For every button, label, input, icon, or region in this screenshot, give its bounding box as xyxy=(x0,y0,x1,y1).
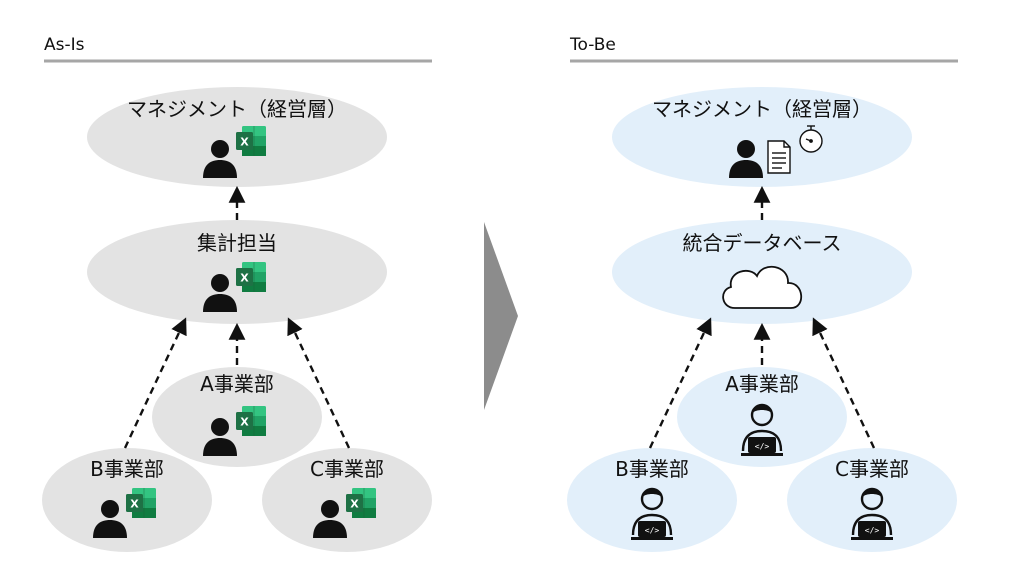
cloud-icon xyxy=(722,265,803,309)
excel-icon: X xyxy=(125,487,157,519)
transition-arrow xyxy=(484,222,518,410)
to-be-database-label: 統合データベース xyxy=(683,231,842,255)
to-be-division-b-node xyxy=(567,448,737,552)
to-be-division-c-label: C事業部 xyxy=(835,457,909,481)
as-is-division-b-label: B事業部 xyxy=(90,457,164,481)
as-is-division-c-label: C事業部 xyxy=(310,457,384,481)
report-icon xyxy=(767,140,791,174)
to-be-division-c-node xyxy=(787,448,957,552)
excel-icon: X xyxy=(235,405,267,437)
excel-icon: X xyxy=(235,125,267,157)
as-is-aggregator-label: 集計担当 xyxy=(197,231,277,255)
excel-icon: X xyxy=(345,487,377,519)
svg-text:X: X xyxy=(240,272,249,285)
excel-icon: X xyxy=(235,261,267,293)
svg-text:X: X xyxy=(240,136,249,149)
svg-text:X: X xyxy=(350,498,359,511)
to-be-division-a-node xyxy=(677,367,847,467)
to-be-management-node xyxy=(612,87,912,187)
to-be-division-a-label: A事業部 xyxy=(725,372,799,396)
to-be-management-label: マネジメント（経営層） xyxy=(652,97,872,121)
stopwatch-icon xyxy=(799,125,823,153)
as-is-management-label: マネジメント（経営層） xyxy=(127,97,347,121)
to-be-division-b-label: B事業部 xyxy=(615,457,689,481)
svg-text:X: X xyxy=(240,416,249,429)
svg-text:X: X xyxy=(130,498,139,511)
to-be-section-title: To-Be xyxy=(569,35,616,55)
as-is-section-title: As-Is xyxy=(44,35,85,55)
as-is-division-a-label: A事業部 xyxy=(200,372,274,396)
